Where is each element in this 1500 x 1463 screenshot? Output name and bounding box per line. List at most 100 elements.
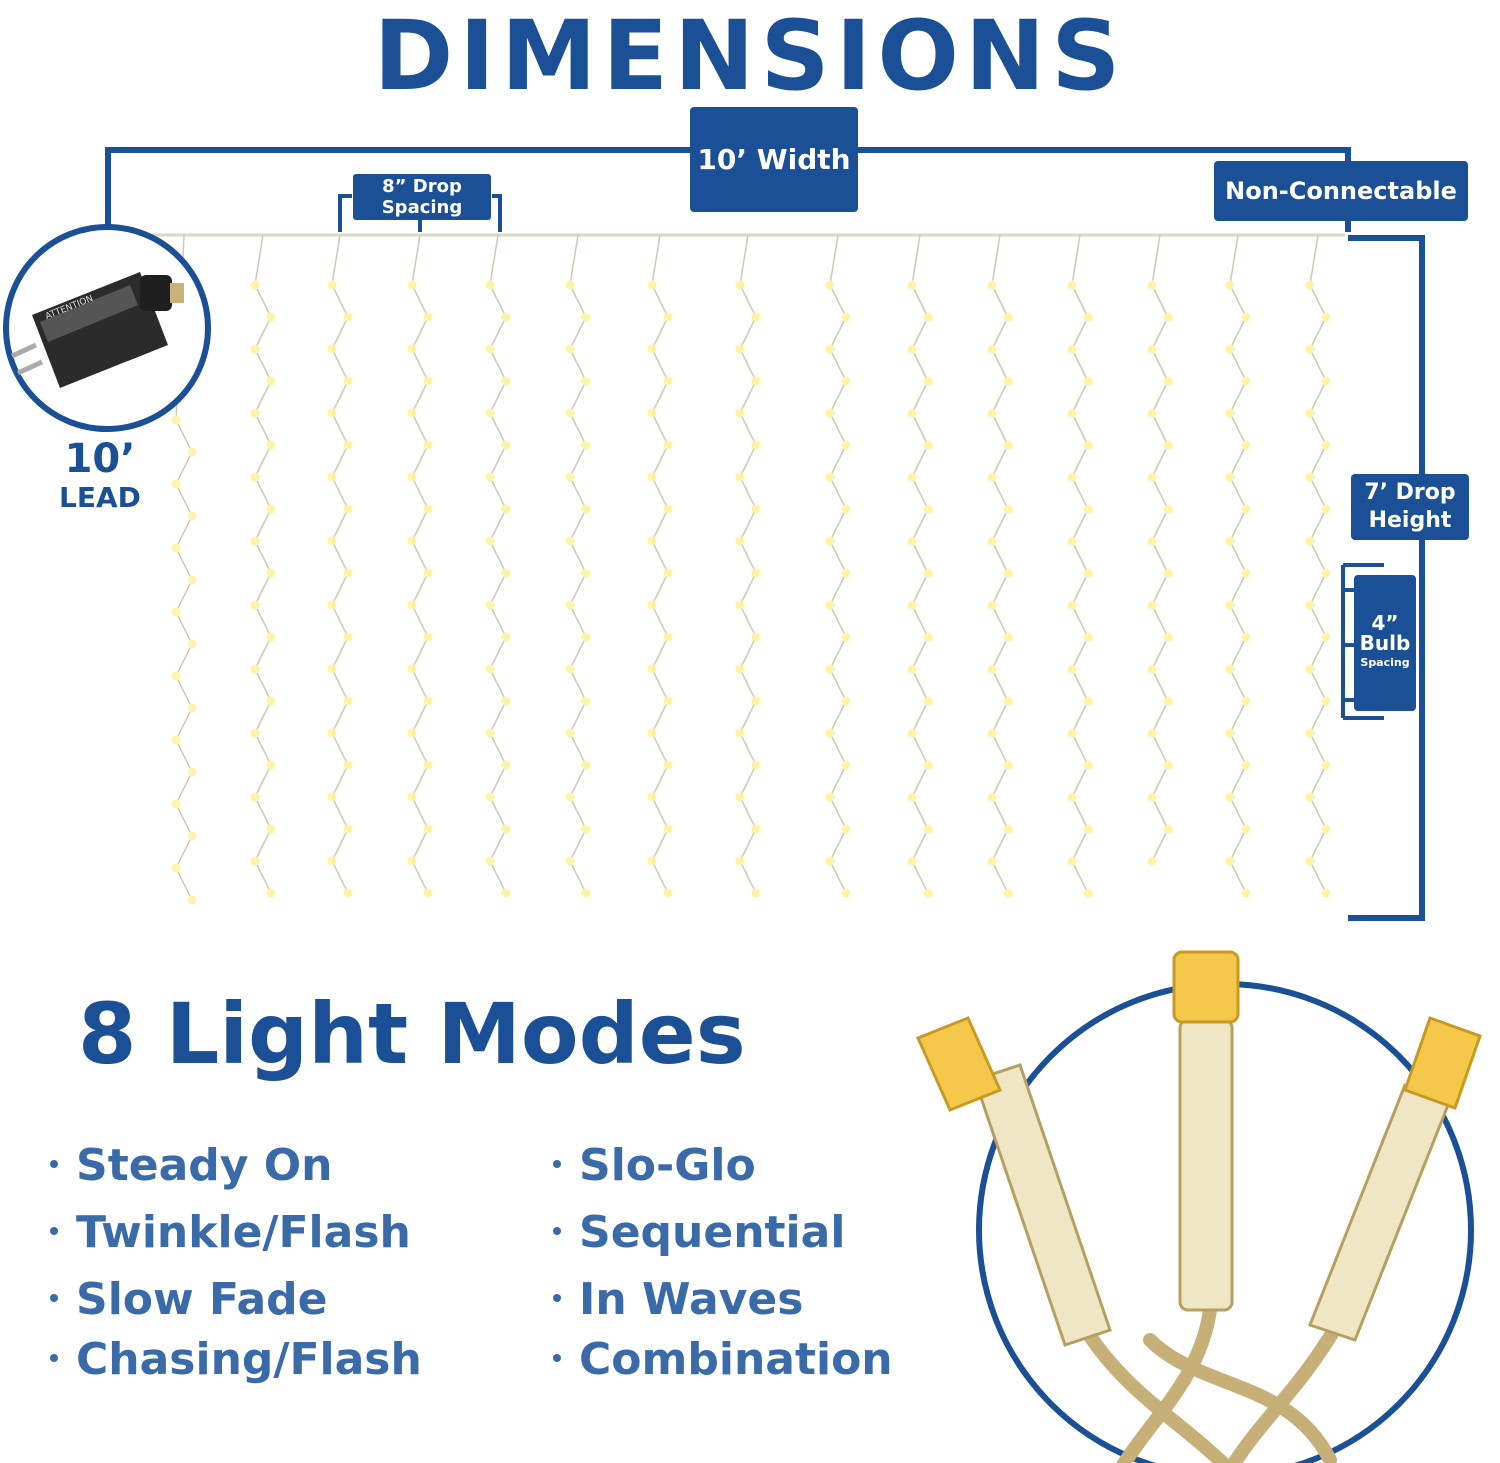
bulb-dot (751, 312, 761, 322)
bulb-dot (1067, 472, 1077, 482)
bulb-dot (825, 344, 835, 354)
bulb-dot (907, 728, 917, 738)
bulb-dot (266, 824, 276, 834)
bulb-dot (663, 376, 673, 386)
mode-item: Slo-Glo (553, 1140, 756, 1191)
bulb-dot (841, 376, 851, 386)
bulb-dot (825, 472, 835, 482)
bulb-dot (1305, 856, 1315, 866)
bulb-dot (751, 696, 761, 706)
bulb-dot (841, 568, 851, 578)
bulb-dot (1003, 312, 1013, 322)
bulb-dot (565, 856, 575, 866)
bulb-dot (327, 856, 337, 866)
bulb-dot (751, 440, 761, 450)
bulb-dot (327, 728, 337, 738)
bulb-dot (485, 344, 495, 354)
bulb-dot (907, 856, 917, 866)
bulb-dot (187, 575, 197, 585)
bulb-dot (1067, 600, 1077, 610)
bulb-dot (825, 536, 835, 546)
bulb-dot (343, 312, 353, 322)
bulb-dot (250, 728, 260, 738)
bulb-dot (407, 728, 417, 738)
width-label: 10’ Width (690, 107, 858, 212)
bulb-dot (266, 696, 276, 706)
bulb-dot (647, 856, 657, 866)
bulb-dot (1321, 760, 1331, 770)
bulb-dot (327, 344, 337, 354)
bulb-dot (1083, 888, 1093, 898)
bulb-dot (485, 472, 495, 482)
bulb-dot (581, 760, 591, 770)
bulb-dot (187, 703, 197, 713)
bulb-dot (327, 536, 337, 546)
bulb-dot (907, 408, 917, 418)
bulb-dot (1147, 728, 1157, 738)
bulb-dot (1241, 760, 1251, 770)
bulb-dot (1003, 504, 1013, 514)
bulb-dot (1067, 664, 1077, 674)
drop-spacing-line-2: Spacing (381, 197, 463, 218)
bulb-dot (171, 479, 181, 489)
bulb-dot (1241, 440, 1251, 450)
bulb-dot (1163, 568, 1173, 578)
bulb-dot (266, 568, 276, 578)
bulb-dot (841, 312, 851, 322)
bulb-dot (1225, 856, 1235, 866)
bulb-dot (501, 376, 511, 386)
bulb-dot (987, 600, 997, 610)
bulb-dot (1003, 440, 1013, 450)
bulb-dot (751, 760, 761, 770)
bulb-dot (1225, 600, 1235, 610)
bulb-dot (735, 600, 745, 610)
bulb-dot (187, 447, 197, 457)
bulb-dot (1321, 440, 1331, 450)
bulb-dot (1163, 632, 1173, 642)
bulb-dot (423, 824, 433, 834)
bulb-dot (485, 600, 495, 610)
bulb-dot (501, 632, 511, 642)
bulb-dot (565, 344, 575, 354)
bulb-dot (663, 824, 673, 834)
bulb-dot (647, 664, 657, 674)
bulb-dot (1147, 792, 1157, 802)
bulb-dot (923, 632, 933, 642)
bulb-dot (647, 728, 657, 738)
bulb-dot (581, 632, 591, 642)
bulb-dot (1083, 312, 1093, 322)
bulb-dot (1321, 376, 1331, 386)
bulb-dot (751, 376, 761, 386)
bulb-dot (407, 344, 417, 354)
bulb-dot (1241, 696, 1251, 706)
bulb-dot (987, 664, 997, 674)
height-dimension-line (1348, 235, 1425, 921)
bulb-dot (1305, 536, 1315, 546)
bulb-dot (841, 824, 851, 834)
bulb-dot (501, 312, 511, 322)
bulb-dot (485, 536, 495, 546)
bulb-spacing-line-1: 4” (1371, 611, 1399, 635)
led-bulb-closeup-icon (915, 950, 1482, 1463)
bulb-dot (663, 440, 673, 450)
bulb-dot (343, 440, 353, 450)
power-adapter-icon (3, 224, 211, 432)
bulb-dot (923, 568, 933, 578)
bulb-dot (1163, 440, 1173, 450)
bulb-spacing-line-3: Spacing (1360, 656, 1410, 669)
bulb-dot (1225, 344, 1235, 354)
bulb-dot (581, 504, 591, 514)
bulb-dot (907, 344, 917, 354)
bulb-dot (581, 376, 591, 386)
bulb-dot (565, 600, 575, 610)
bulb-dot (907, 600, 917, 610)
bulb-dot (907, 664, 917, 674)
bulb-dot (1147, 600, 1157, 610)
bulb-dot (327, 408, 337, 418)
bulb-dot (423, 888, 433, 898)
bulb-dot (663, 760, 673, 770)
bulb-dot (501, 888, 511, 898)
bulb-dot (1241, 888, 1251, 898)
bulb-dot (923, 888, 933, 898)
